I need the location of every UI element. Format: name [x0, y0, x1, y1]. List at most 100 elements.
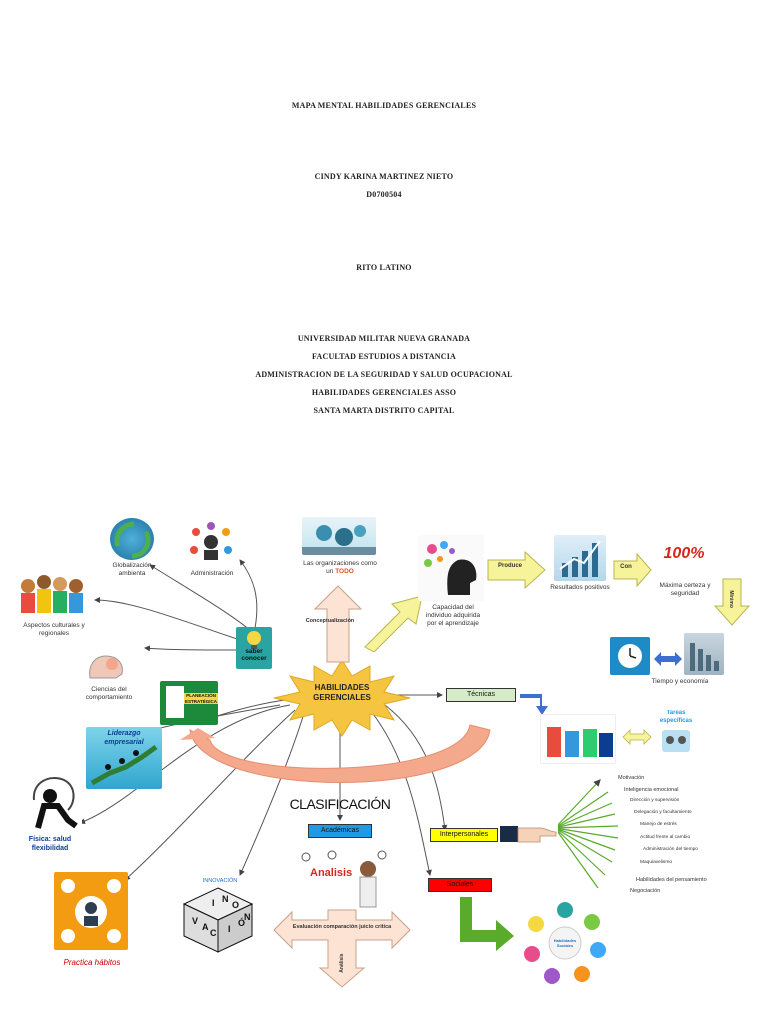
double-arrow-yellow — [622, 729, 652, 745]
line-sociales — [369, 709, 432, 876]
ciencias-label: Ciencias del comportamiento — [85, 686, 133, 702]
clasificacion-arc — [180, 724, 491, 783]
interpersonal-item: Dirección y supervisión — [630, 798, 680, 803]
con-arrow — [613, 552, 652, 588]
faculty-name: FACULTAD ESTUDIOS A DISTANCIA — [312, 352, 456, 361]
sociales-green-arrow — [460, 897, 514, 951]
tecnicas-infographic-image — [540, 714, 616, 764]
economy-chart-image — [684, 633, 724, 675]
line-globalizacion — [149, 564, 251, 631]
evaluacion-arrow — [273, 909, 411, 988]
interpersonal-item: Negociación — [630, 888, 661, 894]
social-skills-image: Habilidades Sociales — [522, 900, 608, 986]
recycle-globe-image — [110, 518, 154, 560]
cube-letter: I — [228, 924, 231, 934]
center-topic: HABILIDADES GERENCIALES — [313, 683, 371, 702]
interpersonal-item: Manejo de estrés — [640, 822, 677, 827]
center-star-shape — [273, 659, 411, 737]
cube-letter: I — [212, 898, 215, 908]
interpersonal-item: Inteligencia emocional — [624, 787, 679, 793]
course-name: HABILIDADES GERENCIALES ASSO — [311, 388, 457, 397]
aspectos-label: Aspectos culturales y regionales — [23, 622, 85, 638]
planeacion-image: PLANEACIÓN ESTRATÉGICA — [160, 681, 218, 725]
liderazgo-image: Liderazgo empresarial — [86, 727, 162, 789]
line-practica — [124, 709, 296, 881]
clock-image — [610, 637, 650, 675]
todo-text: TODO — [335, 568, 354, 576]
line-fisica — [79, 704, 291, 825]
administracion-label: Administración — [190, 570, 234, 577]
brain-image — [80, 648, 136, 682]
con-label: Con — [620, 564, 632, 570]
head-image — [418, 535, 484, 601]
double-arrow-blue — [654, 652, 682, 666]
hundred-percent-image: 100% — [656, 536, 712, 578]
thinking-person-image — [24, 770, 82, 830]
pointing-hand-image — [500, 818, 558, 850]
line-ciencias — [144, 645, 241, 652]
interpersonal-item: Delegación y facultamiento — [634, 810, 692, 815]
author-name: CINDY KARINA MARTINEZ NIETO — [314, 172, 454, 181]
administration-image — [186, 520, 236, 566]
cube-letter: C — [210, 928, 217, 938]
produce-label: Produce — [497, 563, 522, 569]
university-name: UNIVERSIDAD MILITAR NUEVA GRANADA — [297, 334, 471, 343]
habilidades-sociales-text: Habilidades Sociales — [553, 938, 577, 948]
tiempo-label: Tiempo y economía — [651, 678, 709, 685]
minimo-label: Mínimo — [728, 590, 735, 608]
interpersonal-item: Maquiavelismo — [640, 860, 672, 865]
conceptualizacion-label: Conceptualización — [305, 618, 355, 624]
interpersonal-item: Habilidades del pensamiento — [636, 877, 707, 883]
line-administracion — [239, 559, 258, 629]
liderazgo-text: Liderazgo empresarial — [104, 730, 144, 746]
conceptualizacion-arrow — [313, 585, 363, 663]
interpersonal-item: Administración del tiempo — [643, 847, 698, 852]
cube-letter: N — [222, 894, 229, 904]
yellow-diagonal-arrow — [364, 595, 423, 652]
student-code: D0700504 — [366, 190, 402, 199]
cultural-people-image — [16, 570, 88, 618]
line-aspectos — [94, 597, 241, 641]
practica-label: Practica hábitos — [63, 958, 121, 967]
analisis-image: Analisis — [296, 847, 392, 911]
clasificacion-label: CLASIFICACIÓN — [289, 796, 391, 812]
saber-conocer-image: saber conocer — [236, 627, 272, 669]
evaluacion-label: Evaluación comparación juicio critica — [292, 924, 392, 930]
fisica-label: Física: salud flexibilidad — [28, 836, 72, 852]
document-title: MAPA MENTAL HABILIDADES GERENCIALES — [291, 101, 477, 110]
gears-image — [302, 517, 376, 555]
tareas-text: Tareas específicas — [659, 710, 693, 724]
innovacion-label: INNOVACIÓN — [202, 878, 238, 884]
mind-map: HABILIDADES GERENCIALES CLASIFICACIÓN Co… — [0, 500, 768, 1024]
city-name: SANTA MARTA DISTRITO CAPITAL — [313, 406, 455, 415]
minimo-arrow — [714, 578, 750, 626]
resultados-label: Resultados positivos — [550, 584, 610, 591]
planeacion-text: PLANEACIÓN ESTRATÉGICA — [184, 693, 218, 705]
organizaciones-label: Las organizaciones como un TODO — [300, 560, 380, 576]
interpersonales-box: Interpersonales — [430, 828, 498, 843]
results-chart-image — [554, 535, 606, 581]
interpersonal-item: Motivación — [618, 775, 645, 781]
habits-image — [54, 872, 128, 950]
cube-letter: V — [192, 916, 198, 926]
cube-letter: A — [202, 922, 209, 932]
tecnicas-blue-arrow — [520, 694, 548, 715]
line-innovacion — [239, 709, 306, 876]
academicas-box: Académicas — [308, 824, 372, 839]
tecnicas-box: Técnicas — [446, 688, 516, 703]
capacidad-label: Capacidad del individuo adquirida por el… — [425, 604, 481, 628]
cube-letter: N — [244, 912, 251, 922]
interpersonal-item: Actitud frente al cambio — [640, 835, 691, 840]
cube-letter: Ó — [238, 917, 245, 928]
tareas-image: Tareas específicas — [652, 710, 700, 760]
cube-letter: O — [232, 900, 239, 910]
maxima-label: Máxima certeza y seguridad — [659, 582, 711, 598]
analisis-label: Análisis — [338, 953, 345, 973]
hundred-percent-text: 100% — [663, 545, 705, 562]
organizaciones-text: Las organizaciones como un — [303, 560, 377, 576]
analisis-image-text: Analisis — [310, 867, 353, 879]
globalizacion-label: Globalización ambienta — [112, 562, 152, 578]
sociales-box: Sociales — [428, 878, 492, 893]
produce-arrow — [487, 550, 546, 590]
